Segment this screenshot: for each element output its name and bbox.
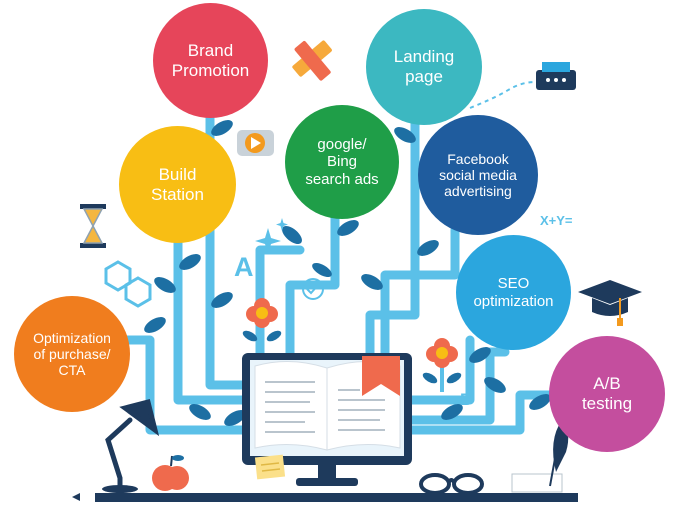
checkmark-icon [302,278,324,300]
leaf [469,347,491,363]
desk-lamp-icon [102,398,160,493]
apple-icon [152,455,189,491]
leaf [154,277,176,293]
hexagon-icon [104,260,152,308]
branch-build [173,230,250,405]
leaf [282,226,302,244]
glasses-icon [419,473,484,495]
leaf [337,220,359,236]
hourglass-icon [80,204,106,248]
trunk-left [110,335,250,435]
pencil-ruler-icon [292,40,332,81]
branch-ab [405,390,557,435]
branch-landing [365,113,420,360]
leaf [144,317,166,333]
dashed-trail [469,81,536,109]
letter-a-text: A [234,252,254,282]
leaf [224,410,246,426]
leaf [179,254,201,270]
leaf [361,274,383,290]
leaf [312,263,332,277]
flower-icon [422,338,462,392]
bubble-facebook: Facebook social media advertising [418,115,538,235]
flower-icon [242,298,282,350]
sparkle-icon [255,218,288,254]
bubble-build-station: Build Station [119,126,236,243]
floor-bar [95,493,578,502]
tree-branches [110,107,557,435]
feather-pen-icon [511,419,569,493]
graduation-cap-icon [578,280,642,326]
bubble-landing-page: Landing page [366,9,482,125]
typewriter-icon [536,62,576,90]
branch-google [285,210,340,360]
floor-arrow-icon [72,493,80,501]
sticky-note-icon [254,454,286,480]
bubble-optimization-cta: Optimization of purchase/ CTA [14,296,130,412]
branch-facebook [380,225,460,360]
leaf [529,394,551,410]
leaf [189,404,211,420]
play-button-icon [237,130,274,156]
bubble-ab-testing: A/B testing [549,336,665,452]
open-book-icon [254,356,401,451]
leaf [211,292,233,308]
leaf [441,404,463,420]
letter-b-text: B [460,390,473,409]
leaf [394,127,416,143]
formula-text: X+Y= [540,213,573,228]
bubble-google-bing: google/ Bing search ads [285,105,399,219]
leaf [211,120,233,136]
leaf [417,240,439,256]
bubble-seo: SEO optimization [456,235,571,350]
leaf [484,377,506,393]
bubble-brand-promotion: Brand Promotion [153,3,268,118]
